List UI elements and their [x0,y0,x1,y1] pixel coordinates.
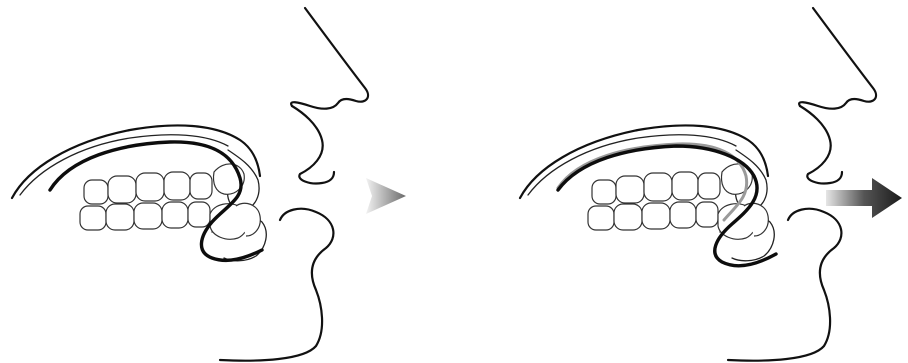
panel-before [12,8,368,361]
panel-after [520,8,876,361]
forward-arrow-icon [826,178,902,218]
forward-arrow-icon [366,178,406,214]
